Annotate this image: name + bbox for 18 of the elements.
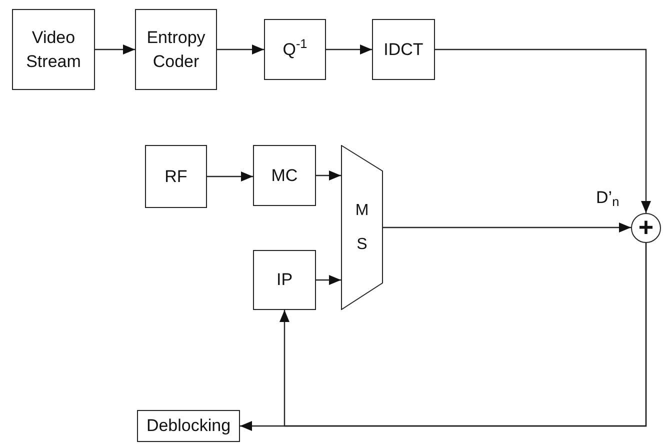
process-box: IDCT [372,19,435,80]
arrow [326,44,372,54]
arrow [316,275,341,285]
arrow [435,48,651,213]
process-box: MC [253,145,316,206]
arrow [95,44,135,54]
arrow [217,44,264,54]
process-box: RF [145,145,207,208]
signal-label: D’$_{n}$ [596,187,620,210]
process-box: Deblocking [137,410,240,442]
process-box: Video Stream [12,9,95,90]
process-box: IP [253,250,316,310]
process-box: Entropy Coder [135,9,217,90]
arrow [316,170,341,180]
arrow [383,222,631,232]
multiplexer-label: M S [354,200,370,254]
arrow [207,172,253,182]
process-box: Q$^{-1}$ [264,19,326,80]
